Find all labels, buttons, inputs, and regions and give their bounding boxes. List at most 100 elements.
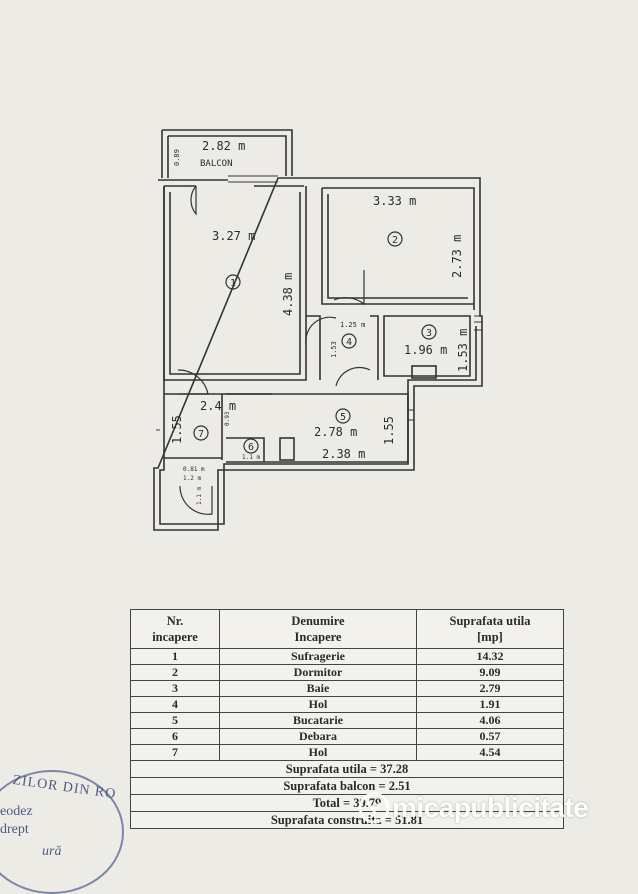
- header-nr-line1: Nr.: [166, 614, 184, 628]
- header-nr: Nr. incapere: [130, 609, 220, 649]
- row-nr: 6: [130, 728, 220, 745]
- door-arcs: [177, 185, 371, 515]
- total-useful: Suprafata utila = 37.28: [130, 760, 564, 778]
- room1-walls: [163, 186, 307, 381]
- room4-marker: [341, 333, 357, 349]
- room2-width-dim: 3.33 m: [373, 194, 416, 208]
- header-name: Denumire Incapere: [219, 609, 417, 649]
- table-row: 6 Debara 0.57: [130, 728, 564, 745]
- official-stamp: ZILOR DIN RO eodez drept ură: [0, 770, 124, 894]
- total-balcony: Suprafata balcon = 2.51: [130, 777, 564, 795]
- room1-length-dim: 4.38 m: [281, 273, 295, 316]
- room1-number: 1: [230, 278, 236, 289]
- row-name: Hol: [219, 744, 417, 761]
- entry-b-dim: 1.2 m: [183, 475, 201, 482]
- row-area: 0.57: [416, 728, 564, 745]
- room6-walls: [226, 437, 265, 462]
- room2-inner: [327, 194, 468, 299]
- room1-width-dim: 3.27 m: [212, 229, 255, 243]
- row-name: Debara: [219, 728, 417, 745]
- watermark-logo-icon: [358, 792, 390, 824]
- room4-width-dim: 1.25 m: [340, 321, 365, 329]
- balcony-label: BALCON: [200, 159, 233, 169]
- table-row: 1 Sufragerie 14.32: [130, 648, 564, 665]
- row-area: 2.79: [416, 680, 564, 697]
- room2-number: 2: [392, 235, 398, 246]
- row-area: 4.54: [416, 744, 564, 761]
- balcony-wall: [161, 129, 293, 178]
- row-area: 9.09: [416, 664, 564, 681]
- room5-marker: [335, 408, 351, 424]
- total-useful-row: Suprafata utila = 37.28: [130, 760, 564, 778]
- room5-length-dim: 1.55: [382, 416, 396, 445]
- balcony-depth-dim: 0.89: [173, 149, 181, 166]
- room1-inner: [169, 192, 301, 375]
- room6-number: 6: [248, 442, 254, 453]
- entry-c-dim: 1.1 m: [196, 487, 203, 505]
- room2-marker: [387, 231, 403, 247]
- row-name: Baie: [219, 680, 417, 697]
- table-row: 2 Dormitor 9.09: [130, 664, 564, 681]
- room7-marker: [193, 425, 209, 441]
- watermark: micapublicitate: [358, 790, 620, 826]
- room5-width-dim: 2.78 m: [314, 425, 357, 439]
- row-name: Hol: [219, 696, 417, 713]
- row-name: Bucatarie: [219, 712, 417, 729]
- room3-width-dim: 1.96 m: [404, 343, 447, 357]
- room3-marker: [421, 324, 437, 340]
- row-nr: 1: [130, 648, 220, 665]
- room2-length-dim: 2.73 m: [450, 235, 464, 278]
- table-header-row: Nr. incapere Denumire Incapere Suprafata…: [130, 609, 564, 649]
- room5-walls: [226, 393, 409, 463]
- floor-plan: 1 2 3 4 5 6 7 2.82 m BALCON 0.89 3.27 m …: [153, 129, 483, 531]
- room4-walls: [306, 315, 379, 380]
- room7-small-dim: 0.93: [224, 411, 231, 426]
- outer-wall-inner: [159, 185, 477, 525]
- total-balcony-row: Suprafata balcon = 2.51: [130, 777, 564, 795]
- row-name: Sufragerie: [219, 648, 417, 665]
- row-nr: 5: [130, 712, 220, 729]
- balcony-width-dim: 2.82 m: [202, 139, 245, 153]
- room2-walls: [321, 188, 474, 305]
- entry-a-dim: 0.81 m: [183, 466, 205, 473]
- row-area: 4.06: [416, 712, 564, 729]
- room1-marker: [225, 274, 241, 290]
- table-row: 3 Baie 2.79: [130, 680, 564, 697]
- row-area: 1.91: [416, 696, 564, 713]
- room3-number: 3: [426, 328, 432, 339]
- stove-icon: [279, 437, 295, 461]
- row-nr: 3: [130, 680, 220, 697]
- header-name-line2: Incapere: [294, 630, 342, 644]
- windows: [156, 175, 482, 431]
- stamp-arc-text: ZILOR DIN RO: [11, 772, 118, 803]
- table-row: 7 Hol 4.54: [130, 744, 564, 761]
- header-nr-line2: incapere: [152, 630, 198, 644]
- stamp-line1: eodez: [0, 804, 33, 819]
- room5-lower-dim: 2.38 m: [322, 447, 365, 461]
- room4-length-dim: 1.53: [330, 341, 338, 358]
- header-area-line2: [mp]: [477, 630, 503, 644]
- room7-number: 7: [198, 429, 204, 440]
- room6-width-dim: 1.1 m: [242, 454, 260, 461]
- watermark-text: micapublicitate: [392, 792, 589, 823]
- row-area: 14.32: [416, 648, 564, 665]
- row-nr: 4: [130, 696, 220, 713]
- room3-walls: [383, 315, 471, 377]
- bathtub-icon: [411, 365, 437, 379]
- stamp-line2: drept: [0, 822, 29, 837]
- balcony-inner-wall: [167, 135, 287, 178]
- row-name: Dormitor: [219, 664, 417, 681]
- header-area-line1: Suprafata utila: [449, 614, 531, 628]
- room7-length-dim: 1.55: [170, 415, 184, 444]
- room6-marker: [243, 438, 259, 454]
- table-row: 5 Bucatarie 4.06: [130, 712, 564, 729]
- row-nr: 2: [130, 664, 220, 681]
- header-area: Suprafata utila [mp]: [416, 609, 564, 649]
- room3-length-dim: 1.53 m: [456, 329, 470, 372]
- header-name-line1: Denumire: [291, 614, 345, 628]
- table-row: 4 Hol 1.91: [130, 696, 564, 713]
- room5-number: 5: [340, 412, 346, 423]
- row-nr: 7: [130, 744, 220, 761]
- room-area-table: Nr. incapere Denumire Incapere Suprafata…: [130, 609, 564, 829]
- stamp-line3: ură: [42, 844, 62, 859]
